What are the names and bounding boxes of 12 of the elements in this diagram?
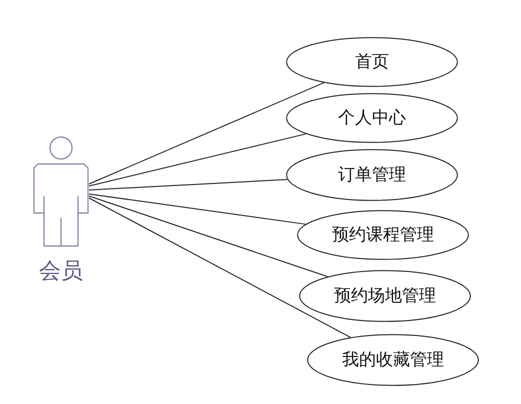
use-case-label: 我的收藏管理: [341, 349, 445, 371]
association-line: [88, 194, 306, 225]
use-case-label: 订单管理: [337, 164, 407, 186]
association-line: [88, 198, 352, 338]
association-line: [88, 179, 288, 190]
association-line: [88, 133, 306, 186]
use-case-label: 首页: [354, 51, 390, 73]
association-line: [88, 196, 328, 278]
actor-label: 会员: [38, 258, 84, 286]
use-case-label: 预约场地管理: [333, 285, 437, 307]
use-case-label: 个人中心: [337, 107, 407, 129]
use-case-label: 预约课程管理: [331, 224, 435, 246]
